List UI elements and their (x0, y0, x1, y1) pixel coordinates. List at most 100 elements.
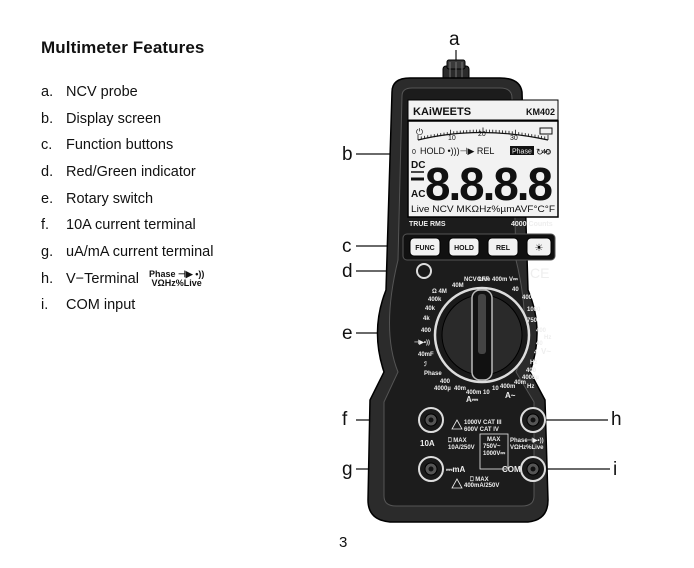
dial-hz: Hz (544, 335, 551, 341)
feature-item: h. V−Terminal Phase ⊣▶ •))VΩHz%Live (41, 269, 204, 289)
feature-text: V−Terminal (66, 271, 139, 287)
dial-400k: 400k (428, 297, 442, 303)
func-button[interactable]: FUNC (409, 237, 441, 257)
phase-indicator: Phase (512, 149, 532, 156)
dial-ncv-live: NCV Live (464, 277, 491, 283)
dial-ac400m: 400m (500, 384, 515, 390)
dial-v1000: 1000 (527, 307, 541, 313)
cat-rating-2: 600V CAT IV (464, 427, 499, 433)
lcd-digits: 8.8.8.8 (425, 158, 552, 210)
func-button-label: FUNC (415, 245, 434, 252)
rotary-switch[interactable] (433, 286, 531, 384)
feature-letter: g. (41, 244, 54, 260)
power-icon: ⏻ (416, 127, 423, 137)
dial-ua4000: 4000µ (434, 386, 451, 392)
dial-4k: 4k (423, 316, 430, 322)
feature-text: Red/Green indicator (66, 164, 196, 180)
auto-range-icon: ↻⟲ (536, 147, 552, 157)
function-buttons: FUNC HOLD REL ☀ (402, 233, 556, 261)
ac-indicator: AC (411, 189, 425, 200)
dial-a10b: 10 (492, 386, 499, 392)
backlight-button[interactable]: ☀ (526, 237, 552, 257)
feature-letter: f. (41, 217, 50, 233)
callout-f: f (342, 409, 348, 430)
dial-a-ac: A~ (505, 391, 516, 400)
terminal-labels: 1000V CAT III 600V CAT IV 10A ⎕ MAX 10A/… (420, 419, 544, 489)
feature-letter: h. (41, 271, 54, 287)
dial-a-dc: A⎓ (466, 395, 479, 404)
dial-40k: 40k (425, 306, 436, 312)
feature-item: e. Rotary switch (41, 189, 153, 209)
callout-b: b (342, 144, 353, 165)
dial-40mf: 40mF (418, 352, 434, 358)
terminal-v[interactable] (520, 407, 546, 433)
cat-rating-1: 1000V CAT III (464, 420, 502, 426)
dial-temp: ℐ (424, 361, 427, 368)
dial-diode: ⊣▶•)) (414, 339, 430, 346)
dial-v-dc: 400m V⎓ (492, 277, 518, 283)
callout-d: d (342, 261, 353, 282)
dial-hz2: Hz (530, 360, 537, 366)
dial-hz-4000u: 4000µ (522, 375, 539, 381)
ncv-probe (442, 59, 470, 81)
feature-item: c. Function buttons (41, 135, 173, 155)
label-ma: ⎓mA (446, 465, 465, 474)
hold-rel-indicators: HOLD •)))⊣▶ REL (420, 146, 494, 156)
dial-off: OFF (477, 277, 489, 283)
terminal-10a[interactable] (418, 407, 444, 433)
brand-strip (407, 99, 559, 121)
terminal-ma[interactable] (418, 456, 444, 482)
feature-letter: i. (41, 297, 49, 313)
label-10a: 10A (420, 439, 435, 448)
hold-button[interactable]: HOLD (448, 237, 480, 257)
dial-v-ac: V~ (541, 347, 551, 356)
page-number: 3 (339, 534, 348, 551)
bar-tick-40: 40 (542, 149, 550, 156)
v-terminal-symbol-line2: VΩHz%Live (151, 278, 202, 289)
feature-item: a. NCV probe (41, 82, 138, 102)
dial-v400-top: 400 (522, 295, 533, 301)
dial-ua400: 400 (440, 379, 451, 385)
dial-v400: 400 (536, 328, 547, 334)
callout-g: g (342, 459, 353, 480)
backlight-icon: ☀ (535, 243, 544, 254)
hold-button-label: HOLD (454, 245, 474, 252)
dial-v40: 40 (536, 341, 543, 347)
dial-ohm: Ω 4M (432, 289, 447, 295)
dial-phase: Phase (424, 371, 442, 377)
true-rms-label: TRUE RMS (409, 221, 446, 228)
bar-tick-20: 20 (478, 131, 486, 138)
fuse-10a-rating: 10A/250V (448, 445, 475, 451)
terminal-com[interactable] (520, 456, 546, 482)
dial-hz-40m: 40m (514, 380, 526, 386)
max-box (479, 433, 509, 470)
feature-text: Rotary switch (66, 191, 154, 207)
bar-tick-30: 30 (510, 135, 518, 142)
max-750v: 750V~ (483, 444, 501, 450)
feature-item: b.Display screen (41, 109, 161, 129)
max-label: MAX (487, 437, 500, 443)
bar-tick-10: 10 (448, 135, 456, 142)
fuse-ma-rating: 400mA/250V (464, 483, 499, 489)
v-terminal-symbol-line1: Phase ⊣▶ •)) (148, 269, 205, 280)
v-ohm-label: VΩHz%Live (510, 445, 544, 451)
model-number: KM402 (526, 107, 555, 117)
callout-c: c (342, 236, 352, 257)
ce-mark: CE (530, 265, 549, 281)
phase-badge (510, 146, 534, 155)
v-phase-label: Phase⊣▶•)) (510, 437, 544, 444)
max-1000v: 1000V⎓ (483, 451, 505, 457)
dial-v40-top: 40 (512, 287, 519, 293)
feature-text: COM input (66, 297, 136, 313)
feature-letter: e. (41, 191, 54, 207)
feature-letter: c. (41, 137, 53, 153)
feature-letter: a. (41, 84, 54, 100)
feature-item: i. COM input (41, 295, 135, 315)
warning-icon (451, 419, 463, 430)
feature-text: Function buttons (66, 137, 174, 153)
callout-a: a (449, 29, 460, 50)
feature-text: NCV probe (66, 84, 138, 100)
rel-button[interactable]: REL (487, 237, 519, 257)
bar-tick-0: 0 (412, 149, 416, 156)
